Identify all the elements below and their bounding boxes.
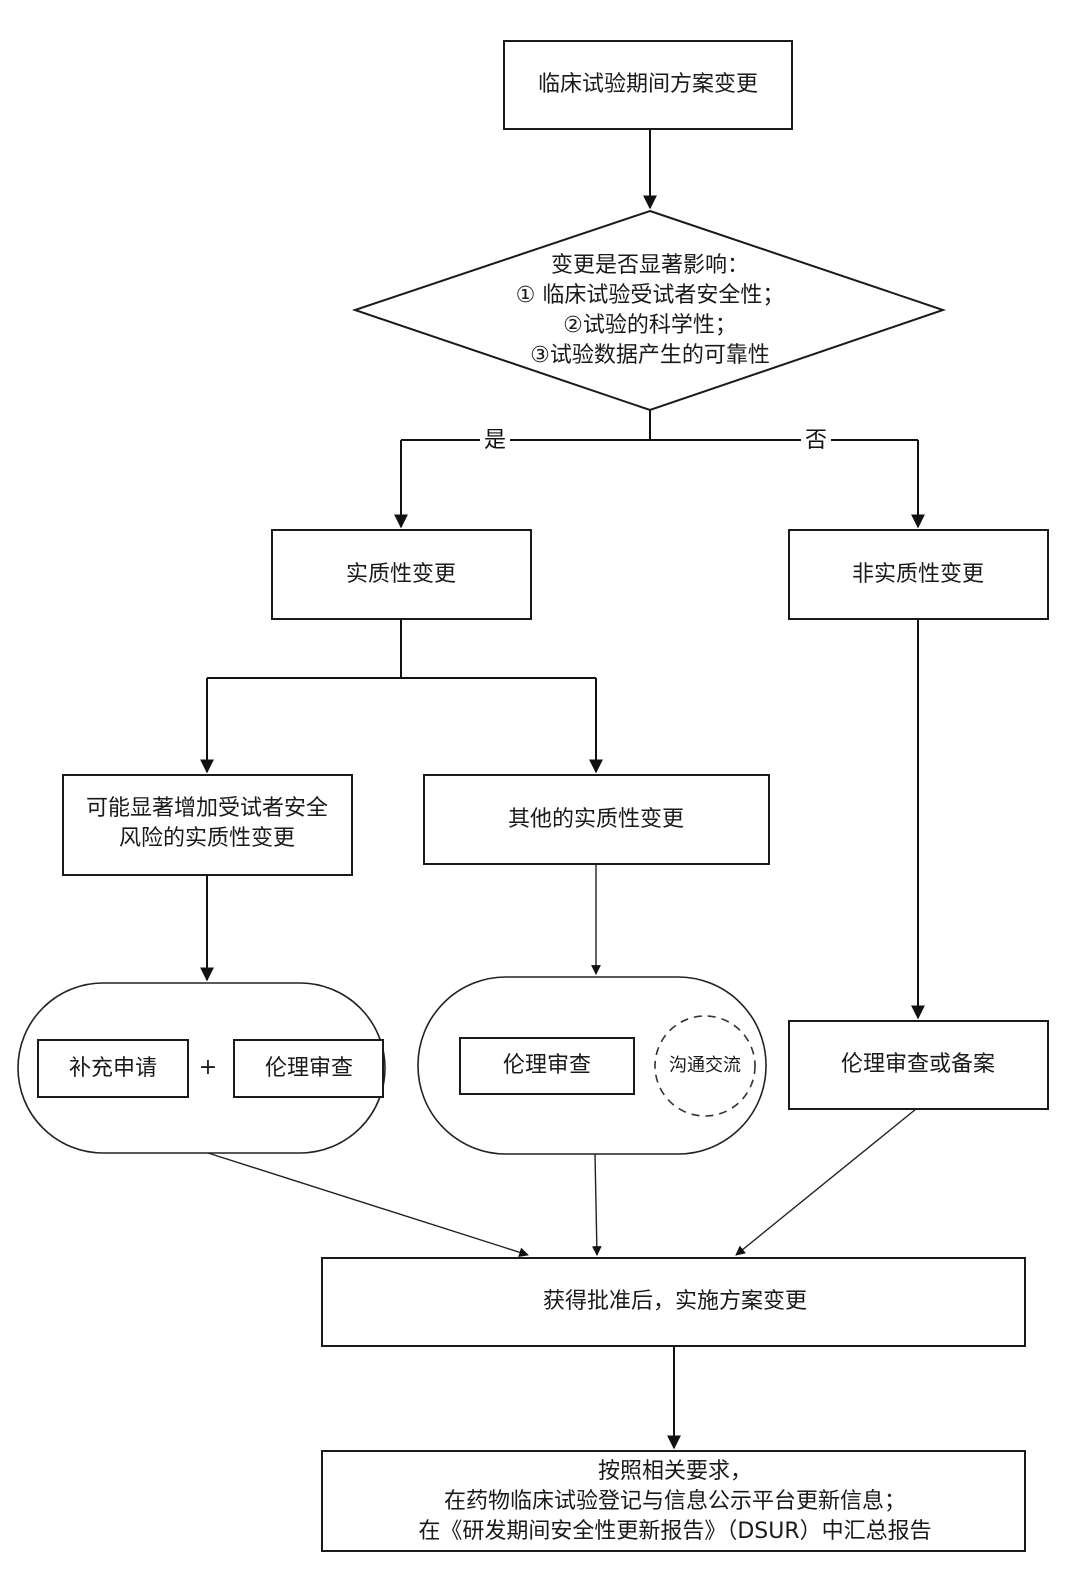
no-label: 否 [805, 428, 827, 453]
high-risk-line-1: 可能显著增加受试者安全 [86, 796, 328, 821]
supplement-application-label: 补充申请 [69, 1056, 157, 1081]
high-risk-change-node: 可能显著增加受试者安全 风险的实质性变更 [62, 774, 353, 876]
arrow-left-to-implement [207, 1152, 529, 1257]
final-line-3: 在《研发期间安全性更新报告》（DSUR）中汇总报告 [418, 1519, 931, 1544]
implement-change-label: 获得批准后，实施方案变更 [543, 1289, 807, 1314]
other-substantial-label: 其他的实质性变更 [508, 807, 684, 832]
substantial-change-label: 实质性变更 [346, 562, 456, 587]
plus-sign: + [199, 1055, 217, 1080]
start-node: 临床试验期间方案变更 [503, 40, 793, 130]
implement-change-node: 获得批准后，实施方案变更 [321, 1257, 1026, 1347]
ethics-review-middle-label: 伦理审查 [503, 1053, 591, 1078]
decision-line-2: ① 临床试验受试者安全性； [516, 283, 785, 308]
communication-label: 沟通交流 [669, 1055, 741, 1076]
arrow-middle-to-implement [591, 1153, 602, 1256]
non-substantial-change-node: 非实质性变更 [788, 529, 1049, 620]
ethics-review-left-label: 伦理审查 [265, 1056, 353, 1081]
final-line-2: 在药物临床试验登记与信息公示平台更新信息； [444, 1489, 906, 1514]
left-process-group: 补充申请 + 伦理审查 [17, 982, 386, 1154]
non-substantial-change-label: 非实质性变更 [852, 562, 984, 587]
final-reporting-node: 按照相关要求， 在药物临床试验登记与信息公示平台更新信息； 在《研发期间安全性更… [321, 1450, 1026, 1552]
final-line-1: 按照相关要求， [598, 1459, 752, 1484]
start-node-label: 临床试验期间方案变更 [538, 72, 758, 97]
ethics-or-filing-label: 伦理审查或备案 [841, 1052, 995, 1077]
other-substantial-change-node: 其他的实质性变更 [423, 774, 770, 865]
middle-process-group: 伦理审查 沟通交流 [417, 976, 767, 1155]
decision-node: 变更是否显著影响： ① 临床试验受试者安全性； ②试验的科学性； ③试验数据产生… [351, 209, 947, 412]
decision-line-4: ③试验数据产生的可靠性 [530, 343, 770, 368]
ethics-or-filing-node: 伦理审查或备案 [788, 1020, 1049, 1110]
arrow-right-to-implement [735, 1108, 917, 1256]
decision-line-1: 变更是否显著影响： [551, 253, 749, 278]
decision-line-3: ②试验的科学性； [563, 313, 737, 338]
high-risk-line-2: 风险的实质性变更 [119, 826, 295, 851]
substantial-change-node: 实质性变更 [271, 529, 532, 620]
yes-label: 是 [484, 428, 506, 453]
